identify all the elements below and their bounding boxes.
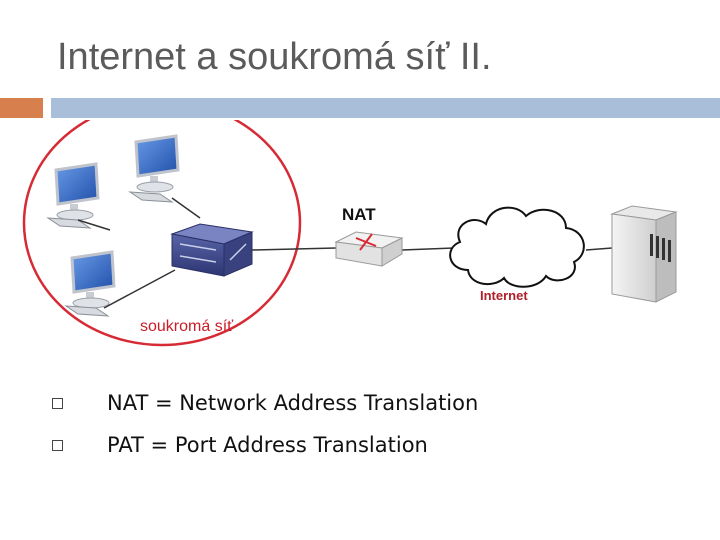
bullet-square-icon xyxy=(52,397,63,409)
workstation-3-icon xyxy=(64,250,176,317)
title-accent-bar-blue xyxy=(51,98,720,118)
bullet-square-icon xyxy=(52,439,63,451)
bullet-list: NAT = Network Address Translation PAT = … xyxy=(52,382,692,466)
bullet-item-pat: PAT = Port Address Translation xyxy=(52,424,692,466)
internet-label: Internet xyxy=(480,288,528,303)
nat-internet-link xyxy=(401,247,455,251)
private-network-circle xyxy=(22,120,302,347)
switch-icon xyxy=(170,223,254,277)
slide-title: Internet a soukromá síť II. xyxy=(57,36,492,78)
network-diagram: NAT Internet soukromá síť xyxy=(22,120,678,347)
internet-cloud-icon xyxy=(449,206,585,288)
switch-nat-link xyxy=(251,247,337,251)
title-accent-bar-orange xyxy=(0,98,43,118)
workstation-1-icon xyxy=(46,162,111,231)
server-icon xyxy=(610,205,678,303)
bullet-text: NAT = Network Address Translation xyxy=(107,391,479,415)
bullet-text: PAT = Port Address Translation xyxy=(107,433,428,457)
nat-label: NAT xyxy=(342,205,376,224)
bullet-item-nat: NAT = Network Address Translation xyxy=(52,382,692,424)
private-network-label: soukromá síť xyxy=(140,318,234,335)
workstation-2-icon xyxy=(128,134,201,219)
internet-server-link xyxy=(585,247,613,251)
nat-router-icon xyxy=(334,231,404,267)
